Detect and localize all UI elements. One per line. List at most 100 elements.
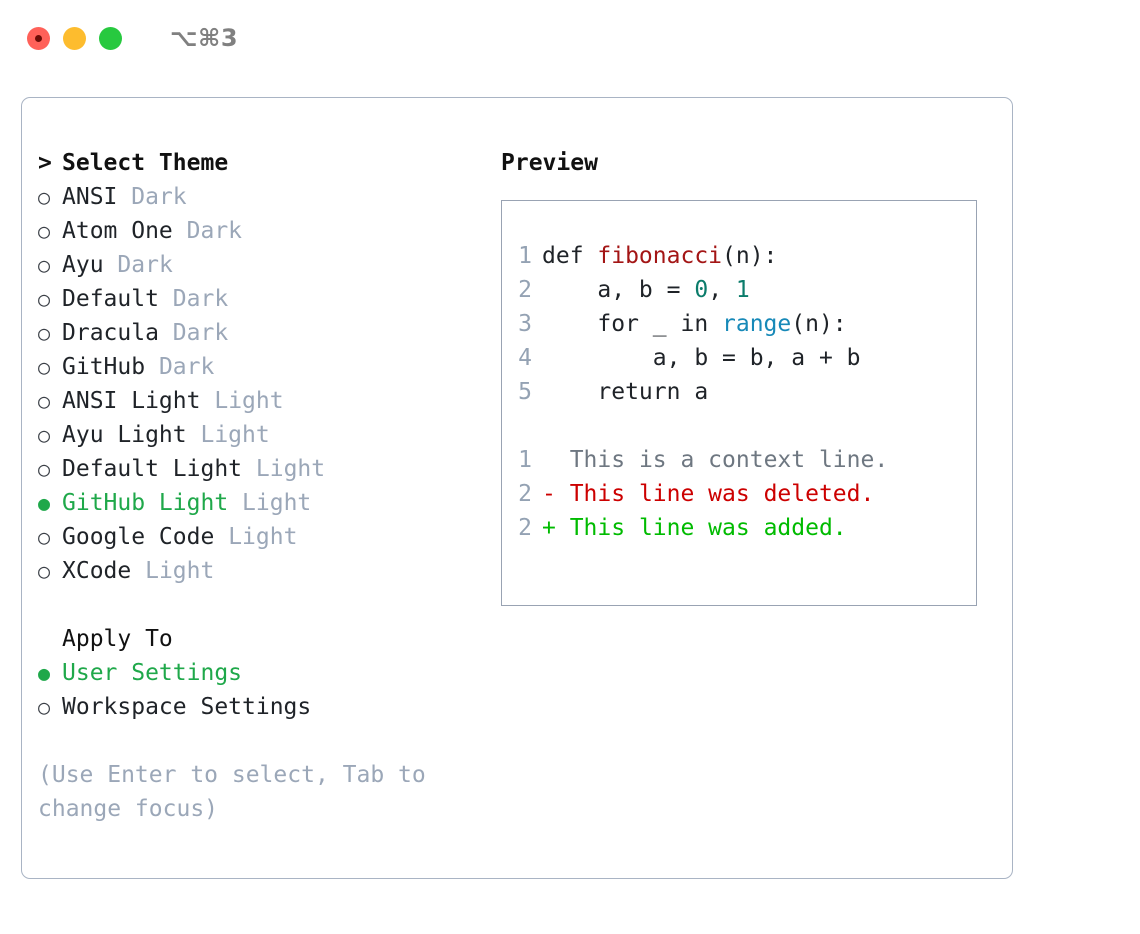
code-line: 4 a, b = b, a + b <box>502 341 976 375</box>
close-button[interactable] <box>27 26 50 50</box>
diff-line-text: This line was deleted. <box>555 481 875 507</box>
theme-option-default-light[interactable]: ○ Default Light Light <box>38 452 478 486</box>
diff-line-context: 1 This is a context line. <box>502 443 976 477</box>
radio-selected-icon: ● <box>38 491 51 515</box>
diff-line-number: 2 <box>518 481 532 507</box>
apply-to-option-user-settings[interactable]: ● User Settings <box>38 656 478 690</box>
theme-option-ansi-light[interactable]: ○ ANSI Light Light <box>38 384 478 418</box>
theme-option-github[interactable]: ○GitHub Dark <box>38 350 478 384</box>
theme-option-atom-one[interactable]: ○ Atom One Dark <box>38 214 478 248</box>
apply-to-option-label: Workspace Settings <box>62 694 312 720</box>
theme-selector-column: >Select Theme ○ANSI Dark○Atom One Dark○A… <box>38 146 478 826</box>
theme-option-label: Default <box>62 286 159 312</box>
code-token-builtin: range <box>722 311 792 337</box>
theme-option-variant: Dark <box>158 354 215 380</box>
theme-option-variant: Dark <box>186 218 243 244</box>
apply-to-heading-label: Apply To <box>62 626 173 652</box>
code-token-plain: (n): <box>791 311 847 337</box>
theme-option-xcode[interactable]: ○ XCode Light <box>38 554 478 588</box>
theme-option-variant: Dark <box>117 252 173 278</box>
code-token-plain: , <box>708 277 736 303</box>
code-token-num: 0 <box>694 277 709 303</box>
code-line-number: 4 <box>518 345 532 371</box>
theme-option-label: GitHub Light <box>62 490 229 516</box>
window-controls <box>27 26 122 50</box>
theme-option-label: Ayu <box>62 252 104 278</box>
caret-icon: > <box>38 150 52 176</box>
theme-option-label: Google Code <box>62 524 215 550</box>
theme-list: ○ANSI Dark○Atom One Dark○Ayu Dark○Defaul… <box>38 180 478 588</box>
theme-option-variant: Light <box>242 490 312 516</box>
diff-line-text: This line was added. <box>555 515 847 541</box>
theme-option-label: ANSI <box>62 184 118 210</box>
theme-option-label: Ayu Light <box>62 422 187 448</box>
code-token-plain: (n): <box>722 243 778 269</box>
apply-to-option-workspace-settings[interactable]: ○ Workspace Settings <box>38 690 478 724</box>
theme-option-label: Dracula <box>62 320 159 346</box>
code-token-num: 1 <box>735 277 750 303</box>
preview-diff-block: 1 This is a context line. 2- This line wa… <box>502 443 976 545</box>
code-line: 2 a, b = 0, 1 <box>502 273 976 307</box>
theme-option-google-code[interactable]: ○ Google Code Light <box>38 520 478 554</box>
theme-option-label: ANSI Light <box>62 388 201 414</box>
apply-to-option-label: User Settings <box>62 660 243 686</box>
radio-unselected-icon: ○ <box>38 253 51 277</box>
code-line-content: a, b = b, a + b <box>542 341 861 375</box>
theme-option-variant: Dark <box>131 184 187 210</box>
theme-option-github-light[interactable]: ● GitHub Light Light <box>38 486 478 520</box>
radio-selected-icon: ● <box>38 661 51 685</box>
theme-option-label: Atom One <box>62 218 173 244</box>
diff-line-number: 1 <box>518 447 532 473</box>
theme-option-variant: Light <box>200 422 270 448</box>
theme-option-label: Default Light <box>62 456 243 482</box>
keyboard-hint-text: (Use Enter to select, Tab to change focu… <box>38 762 426 822</box>
theme-option-label: XCode <box>62 558 132 584</box>
code-token-plain: for _ in <box>542 311 723 337</box>
theme-option-dracula[interactable]: ○ Dracula Dark <box>38 316 478 350</box>
theme-option-variant: Light <box>145 558 215 584</box>
theme-option-variant: Light <box>228 524 298 550</box>
theme-option-variant: Dark <box>172 320 229 346</box>
keyboard-shortcut-label: ⌥⌘3 <box>170 24 239 52</box>
preview-spacer <box>502 409 976 443</box>
radio-unselected-icon: ○ <box>38 559 51 583</box>
minimize-button[interactable] <box>63 26 86 50</box>
radio-unselected-icon: ○ <box>38 389 51 413</box>
theme-option-ayu[interactable]: ○ Ayu Dark <box>38 248 478 282</box>
radio-unselected-icon: ○ <box>38 457 51 481</box>
select-theme-heading-label: Select Theme <box>62 150 229 176</box>
radio-unselected-icon: ○ <box>38 321 51 345</box>
code-token-plain: return a <box>542 379 709 405</box>
code-line: 5 return a <box>502 375 976 409</box>
theme-option-ansi[interactable]: ○ANSI Dark <box>38 180 478 214</box>
apply-to-list: ● User Settings ○ Workspace Settings <box>38 656 478 724</box>
theme-option-variant: Light <box>255 456 326 482</box>
code-line-content: a, b = 0, 1 <box>542 273 750 307</box>
theme-option-variant: Dark <box>172 286 229 312</box>
radio-unselected-icon: ○ <box>38 287 51 311</box>
diff-line-number: 2 <box>518 515 532 541</box>
radio-unselected-icon: ○ <box>38 423 51 447</box>
preview-heading: Preview <box>501 150 598 176</box>
radio-unselected-icon: ○ <box>38 219 51 243</box>
diff-marker: - <box>542 481 556 507</box>
code-token-fn: fibonacci <box>597 243 723 269</box>
maximize-button[interactable] <box>99 26 122 50</box>
diff-marker: + <box>542 515 556 541</box>
theme-option-variant: Light <box>214 388 284 414</box>
theme-option-ayu-light[interactable]: ○ Ayu Light Light <box>38 418 478 452</box>
code-line-content: return a <box>542 375 708 409</box>
section-spacer <box>38 588 478 622</box>
code-line-content: for _ in range(n): <box>542 307 847 341</box>
radio-unselected-icon: ○ <box>38 525 51 549</box>
theme-option-default[interactable]: ○ Default Dark <box>38 282 478 316</box>
radio-unselected-icon: ○ <box>38 695 51 719</box>
apply-to-heading: Apply To <box>38 622 478 656</box>
select-theme-heading: > Select Theme <box>38 146 478 180</box>
title-bar: ⌥⌘3 <box>0 0 1140 76</box>
code-token-plain: a, b = b, a + b <box>542 345 861 371</box>
